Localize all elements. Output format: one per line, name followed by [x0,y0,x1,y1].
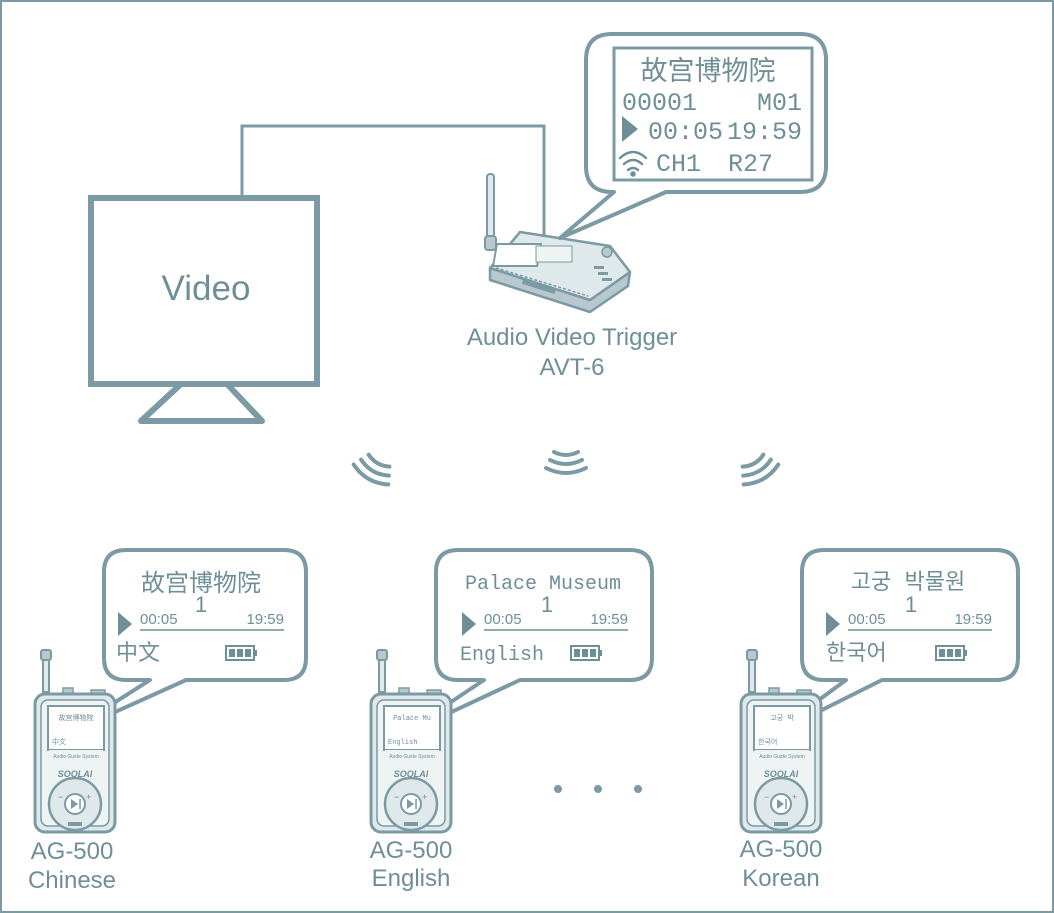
battery-icon [570,645,602,661]
receiver-chinese-mini-lang: 中文 [52,737,66,747]
receiver-english-brand: SOOLAI [394,769,429,779]
receiver-korean: 고궁 박물원 1 00:05 19:59 한국어 고궁 박 한국어 Audio … [739,548,1020,892]
receiver-chinese-screen-time-total: 19:59 [246,611,284,628]
receiver-chinese: 故宫博物院 1 00:05 19:59 中文 故宫博物院 中文 Audio Gu… [28,548,308,894]
receiver-korean-screen-lang: 한국어 [826,640,887,665]
receiver-english-mini-title: Palace Mu [393,715,431,723]
trigger-screen-bubble: 故宫博物院 00001 M01 00:05 19:59 CH1 R27 [558,32,828,240]
video-label: Video [162,269,251,308]
connection-cable [240,124,546,240]
video-monitor: Video [88,195,320,424]
receiver-chinese-model: AG-500 [31,838,114,865]
trigger-screen-title: 故宫博物院 [641,56,776,89]
receiver-english-screen-time-total: 19:59 [590,611,628,628]
receiver-chinese-brand: SOOLAI [58,769,93,779]
battery-icon [225,645,257,661]
receiver-chinese-caption: Audio Guide System [53,754,99,760]
receiver-english: Palace Museum 1 00:05 19:59 English Pala… [369,548,654,892]
receiver-chinese-screen-track: 1 [195,592,207,617]
ellipsis-icon [554,785,642,793]
wireless-wave-icon [733,448,783,491]
play-icon [118,612,132,636]
receiver-english-screen-title: Palace Museum [465,573,621,596]
receiver-english-language: English [372,865,451,892]
receiver-english-screen-lang: English [460,644,544,667]
trigger-label-line1: Audio Video Trigger [467,324,677,351]
receiver-korean-device: 고궁 박 한국어 Audio Guide System SOOLAI [739,648,823,834]
receiver-chinese-device: 故宫博物院 中文 Audio Guide System SOOLAI [33,648,117,834]
trigger-screen-time-elapsed: 00:05 [648,118,723,147]
wifi-icon [618,150,648,177]
play-icon [622,116,638,142]
receiver-korean-screen-title: 고궁 박물원 [851,570,965,596]
trigger-screen-time-total: 19:59 [727,118,802,147]
receiver-english-screen-time-elapsed: 00:05 [484,611,522,628]
trigger-screen-id-left: 00001 [622,89,697,118]
monitor-stand [138,381,265,424]
receiver-chinese-screen-title: 故宫博物院 [141,570,261,599]
wireless-wave-icon [544,450,588,475]
receiver-korean-brand: SOOLAI [764,769,799,779]
battery-icon [935,645,967,661]
play-icon [462,612,476,636]
receiver-chinese-screen-time-elapsed: 00:05 [140,611,178,628]
trigger-screen-range: R27 [728,150,773,179]
receiver-english-mini-lang: English [388,739,417,747]
trigger-device [484,173,632,314]
receiver-korean-bubble [768,548,1020,738]
trigger-label-line2: AVT-6 [540,354,605,381]
receiver-english-device: Palace Mu English Audio Guide System SOO… [369,648,453,834]
receiver-chinese-screen-lang: 中文 [116,640,160,665]
receiver-chinese-mini-title: 故宫博物院 [59,713,94,723]
receiver-chinese-language: Chinese [28,867,116,894]
receiver-korean-mini-title: 고궁 박 [770,713,794,723]
receiver-korean-screen-track: 1 [905,592,917,617]
receiver-english-model: AG-500 [370,837,453,864]
trigger-screen-channel: CH1 [656,150,701,179]
receiver-korean-mini-lang: 한국어 [758,737,777,747]
trigger-screen-id-right: M01 [757,89,802,118]
receiver-english-caption: Audio Guide System [389,754,435,760]
receiver-english-screen-track: 1 [541,592,553,617]
receiver-english-bubble [398,548,654,738]
receiver-korean-language: Korean [742,865,819,892]
receiver-chinese-bubble [60,548,308,738]
receiver-korean-screen-time-total: 19:59 [954,611,992,628]
receiver-korean-caption: Audio Guide System [759,754,805,760]
play-icon [826,612,840,636]
wireless-wave-icon [349,448,399,491]
receiver-korean-model: AG-500 [740,836,823,863]
receiver-korean-screen-time-elapsed: 00:05 [848,611,886,628]
